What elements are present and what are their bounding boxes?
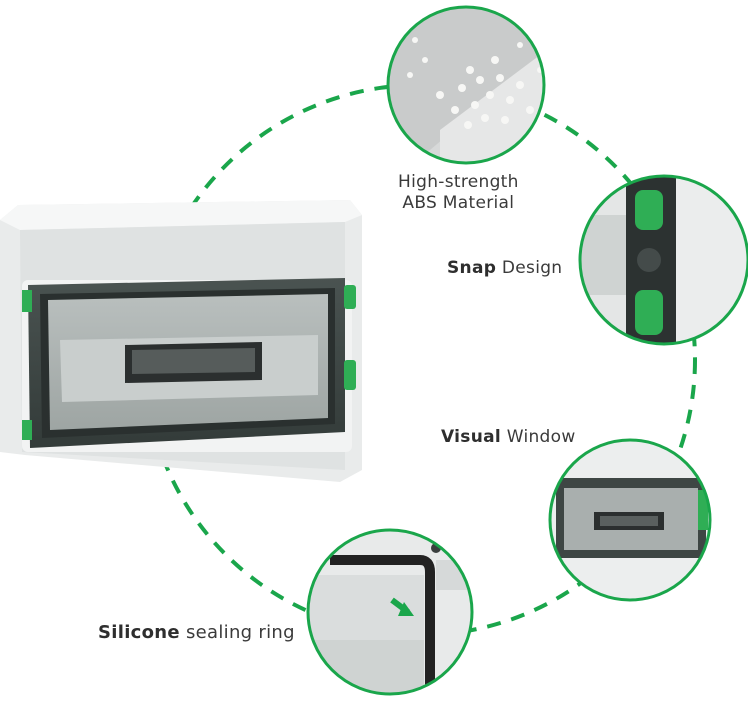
- zoom-visual-window: [548, 438, 712, 602]
- abs-line-1: High-strength: [398, 172, 519, 192]
- snap-strong: Snap: [447, 258, 497, 278]
- zoom-silicone-ring: [306, 528, 474, 696]
- silicone-rest: sealing ring: [179, 622, 295, 643]
- label-silicone-ring: Silicone sealing ring: [98, 622, 295, 643]
- label-visual-window: Visual Window: [441, 427, 576, 447]
- zoom-snap-design: [578, 174, 748, 346]
- label-snap-design: Snap Design: [447, 258, 562, 278]
- visual-strong: Visual: [441, 427, 502, 447]
- zoom-abs-material: [386, 5, 546, 165]
- silicone-strong: Silicone: [98, 622, 180, 643]
- visual-rest: Window: [501, 427, 576, 447]
- abs-line-2: ABS Material: [402, 193, 515, 213]
- enclosure-main-photo: [0, 200, 362, 482]
- label-abs-material: High-strength ABS Material: [398, 172, 519, 214]
- snap-rest: Design: [496, 258, 563, 278]
